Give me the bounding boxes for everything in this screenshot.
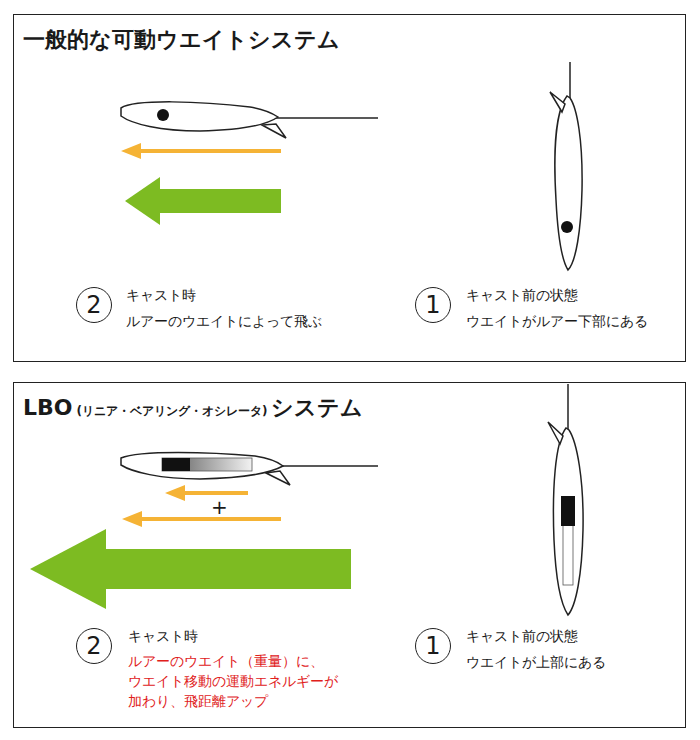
lure-hanging xyxy=(550,62,582,270)
lure-cast xyxy=(121,102,378,138)
step-caption: ルアーのウエイトによって飛ぶ xyxy=(126,311,322,331)
system-panel: 一般的な可動ウエイトシステム 2 1 xyxy=(13,14,686,362)
weight-tube xyxy=(162,458,252,471)
panel-title: 一般的な可動ウエイトシステム xyxy=(23,25,340,55)
step-number-circle: 1 xyxy=(415,287,451,323)
step-number: 1 xyxy=(425,634,440,658)
step-caption: ウエイトが上部にある xyxy=(466,652,606,672)
green-arrow xyxy=(125,177,281,225)
step-number: 2 xyxy=(86,634,101,658)
highlight-note: ルアーのウエイト（重量）に、 ウエイト移動の運動エネルギーが 加わり、飛距離アッ… xyxy=(128,651,368,711)
step-caption: キャスト時 xyxy=(128,626,198,646)
step-caption: キャスト前の状態 xyxy=(466,626,578,646)
weight-dot xyxy=(561,221,573,233)
orange-arrow xyxy=(121,143,281,159)
panel-title-text: (リニア・ベアリング・オシレータ) xyxy=(77,403,268,420)
step-caption: ウエイトがルアー下部にある xyxy=(466,311,648,331)
step-number-circle: 2 xyxy=(76,628,112,664)
lure-hanging xyxy=(548,384,583,615)
step-number-circle: 2 xyxy=(76,287,112,323)
step-caption: キャスト時 xyxy=(126,285,196,305)
green-arrow xyxy=(30,529,351,609)
step-caption: キャスト前の状態 xyxy=(466,285,578,305)
system-panel: LBO(リニア・ベアリング・オシレータ)システム 2 1 xyxy=(13,382,686,728)
panel-title: LBO(リニア・ベアリング・オシレータ)システム xyxy=(23,393,363,423)
weight-block xyxy=(162,458,190,471)
panel-title-text: LBO xyxy=(23,395,73,420)
step-number-circle: 1 xyxy=(415,628,451,664)
weight-dot xyxy=(157,109,169,121)
plus-sign: + xyxy=(211,496,228,518)
lure-cast xyxy=(121,453,378,486)
weight-block xyxy=(561,496,575,526)
panel-title-text: システム xyxy=(271,393,363,423)
step-number: 1 xyxy=(425,293,440,317)
step-number: 2 xyxy=(86,293,101,317)
panel-title-text: 一般的な可動ウエイトシステム xyxy=(23,25,340,55)
orange-arrow xyxy=(122,485,281,527)
